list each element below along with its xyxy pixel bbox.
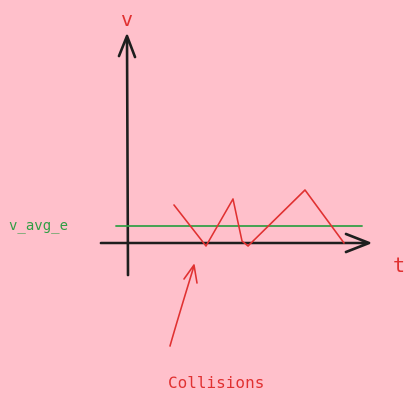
average-velocity-label: v_avg_e	[9, 218, 68, 234]
velocity-trace	[173, 189, 345, 247]
x-axis-label: t	[393, 253, 405, 277]
y-axis-label: v	[121, 7, 133, 31]
y-axis	[125, 36, 130, 277]
collision-pointer-arrowhead	[183, 264, 198, 284]
collision-pointer-arrow	[169, 265, 195, 347]
collisions-annotation: Collisions	[168, 373, 264, 392]
x-axis-arrowhead	[344, 232, 371, 254]
y-axis-arrowhead	[117, 34, 137, 59]
